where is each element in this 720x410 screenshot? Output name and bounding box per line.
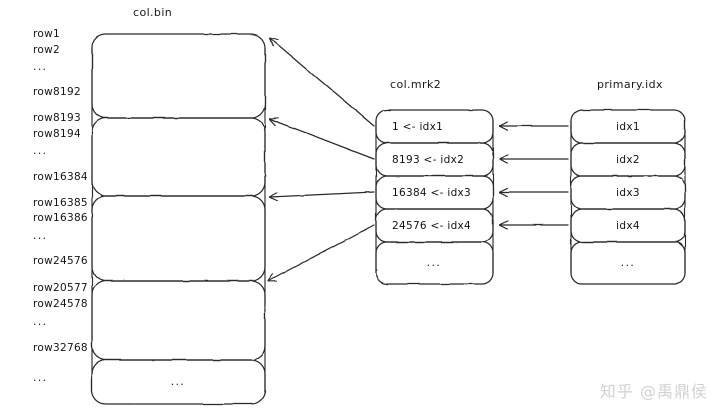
row-label: row24576 bbox=[33, 255, 88, 267]
primaryidx-cell-text: idx2 bbox=[616, 154, 640, 166]
row-label: row20577 bbox=[33, 282, 88, 294]
arrow-mrk2-3-to-colbin bbox=[270, 191, 375, 197]
row-label: row8192 bbox=[33, 86, 81, 98]
row-label: row32768 bbox=[33, 342, 88, 354]
row-label: ... bbox=[33, 372, 48, 384]
row-label: row16384 bbox=[33, 171, 88, 183]
colmrk2-cell-text: 1 <- idx1 bbox=[392, 121, 444, 133]
row-label: row8193 bbox=[33, 112, 81, 124]
colbin-block-3 bbox=[91, 195, 266, 282]
row-label: ... bbox=[33, 61, 48, 73]
primaryidx-cell-text: idx3 bbox=[616, 187, 640, 199]
colmrk2-cell-text: 8193 <- idx2 bbox=[392, 154, 465, 166]
row-label: row2 bbox=[33, 44, 60, 56]
colmrk2-cell-text: 16384 <- idx3 bbox=[392, 187, 472, 199]
row-label: row16386 bbox=[33, 212, 88, 224]
colbin-block-1 bbox=[91, 33, 266, 119]
row-label: row8194 bbox=[33, 128, 81, 140]
colmrk2-cell-text: 24576 <- idx4 bbox=[392, 220, 472, 232]
primaryidx-cell-text: idx1 bbox=[616, 121, 640, 133]
colmrk2-cell-text: ... bbox=[426, 257, 442, 269]
row-label: ... bbox=[33, 316, 48, 328]
row-label: row1 bbox=[33, 28, 60, 40]
row-label: row24578 bbox=[33, 298, 88, 310]
primaryidx-title: primary.idx bbox=[597, 78, 663, 91]
colbin-block-5-label: ... bbox=[170, 376, 186, 388]
colbin-title: col.bin bbox=[133, 6, 173, 19]
arrow-mrk2-2-to-colbin bbox=[270, 119, 375, 160]
zhihu-watermark: 知乎 @禹鼎侯 bbox=[599, 382, 708, 401]
primaryidx-cell-text: ... bbox=[620, 257, 636, 269]
arrow-mrk2-1-to-colbin bbox=[270, 38, 375, 127]
arrow-mrk2-4-to-colbin bbox=[268, 224, 375, 281]
colbin-block-2 bbox=[91, 117, 266, 197]
row-label: row16385 bbox=[33, 197, 88, 209]
colmrk2-title: col.mrk2 bbox=[390, 78, 442, 91]
row-label: ... bbox=[33, 145, 48, 157]
primaryidx-cell-text: idx4 bbox=[616, 220, 640, 232]
row-label: ... bbox=[33, 230, 48, 242]
colbin-block-4 bbox=[91, 280, 266, 361]
